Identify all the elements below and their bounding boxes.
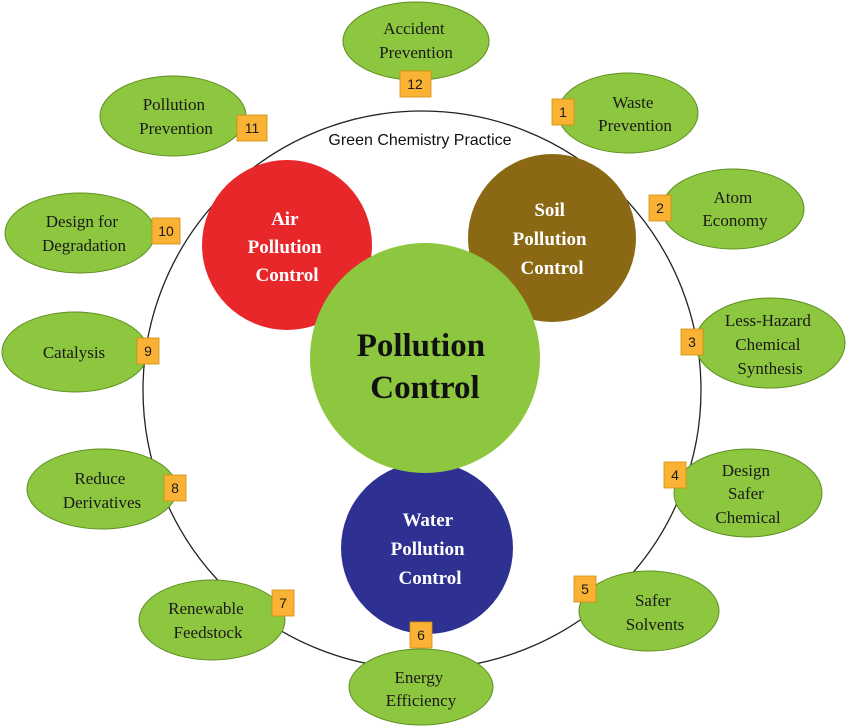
hub-line: Pollution <box>513 229 587 250</box>
principle-atom-economy: Atom Economy 2 <box>648 168 805 250</box>
hub-line: Pollution <box>248 237 322 258</box>
principle-line: Safer <box>635 591 671 610</box>
principle-waste-prevention: Waste Prevention 1 <box>551 72 699 154</box>
center-pollution-control: Pollution Control <box>310 243 540 473</box>
hub-line: Control <box>521 258 584 279</box>
principle-accident-prevention: Accident Prevention 12 <box>342 1 490 98</box>
principle-less-hazard-chemical-synthesis: Less-Hazard Chemical Synthesis 3 <box>680 297 846 389</box>
principle-number: 10 <box>158 223 174 239</box>
principle-number: 5 <box>581 581 589 597</box>
principle-line: Renewable <box>168 599 244 618</box>
principle-number: 8 <box>171 480 179 496</box>
principle-reduce-derivatives: Reduce Derivatives 8 <box>26 448 187 530</box>
principle-line: Feedstock <box>174 623 243 642</box>
svg-text:Design for Degradation: Design for Degradation <box>42 212 127 255</box>
svg-text:Reduce Derivatives: Reduce Derivatives <box>63 469 141 512</box>
principle-line: Design for <box>46 212 119 231</box>
svg-text:Energy Efficiency: Energy Efficiency <box>386 668 457 710</box>
principle-design-safer-chemical: Design Safer Chemical 4 <box>663 448 823 538</box>
principle-line: Prevention <box>139 119 213 138</box>
principle-number: 3 <box>688 334 696 350</box>
principle-line: Degradation <box>42 236 127 255</box>
principle-line: Waste <box>612 93 653 112</box>
principle-line: Chemical <box>715 508 780 527</box>
principle-number: 1 <box>559 104 567 120</box>
principle-line: Reduce <box>74 469 125 488</box>
principle-line: Derivatives <box>63 493 141 512</box>
principle-pollution-prevention: Pollution Prevention 11 <box>99 75 268 157</box>
svg-text:Renewable Feedstock: Renewable Feedstock <box>168 599 248 642</box>
svg-text:Less-Hazard Chemical: Less-Hazard Chemical Synthesis <box>725 311 815 378</box>
svg-text:Pollution Control: Pollution Control <box>357 328 494 406</box>
principle-number: 2 <box>656 200 664 216</box>
principle-line: Energy <box>394 668 443 687</box>
principle-catalysis: Catalysis 9 <box>1 311 160 393</box>
principle-line: Solvents <box>626 615 685 634</box>
hub-water-pollution-control: Water Pollution Control <box>341 462 513 634</box>
principle-number: 4 <box>671 467 679 483</box>
svg-text:Water Pollution: Water Pollution Control <box>391 510 470 589</box>
principle-number: 9 <box>144 343 152 359</box>
hub-line: Soil <box>534 200 565 221</box>
center-line: Control <box>370 370 479 406</box>
hub-line: Air <box>271 209 299 230</box>
svg-text:Safer Solvents: Safer Solvents <box>626 591 685 634</box>
svg-text:Pollution Prevention: Pollution Prevention <box>139 95 213 138</box>
principle-line: Prevention <box>598 116 672 135</box>
svg-text:Waste Prevention: Waste Prevention <box>598 93 672 135</box>
svg-text:Air Pollution: Air Pollution Control <box>248 209 327 286</box>
principle-line: Economy <box>702 211 768 230</box>
hub-line: Water <box>402 510 453 531</box>
principle-line: Less-Hazard <box>725 311 811 330</box>
svg-text:Soil Pollution: Soil Pollution Control <box>513 200 592 279</box>
hub-line: Control <box>256 265 319 286</box>
hub-air-pollution-control: Air Pollution Control <box>202 160 372 330</box>
principle-number: 7 <box>279 595 287 611</box>
principle-line: Chemical <box>735 335 800 354</box>
principle-line: Safer <box>728 484 764 503</box>
principle-line: Synthesis <box>737 359 802 378</box>
principle-number: 6 <box>417 627 425 643</box>
principle-line: Accident <box>383 19 445 38</box>
principle-number: 12 <box>407 76 423 92</box>
svg-text:Atom Economy: Atom Economy <box>702 188 768 230</box>
svg-text:Accident Prevention: Accident Prevention <box>379 19 453 62</box>
principle-line: Efficiency <box>386 691 457 710</box>
svg-text:Catalysis: Catalysis <box>43 343 105 362</box>
principle-energy-efficiency: Energy Efficiency 6 <box>348 621 494 726</box>
hub-soil-pollution-control: Soil Pollution Control <box>468 154 636 322</box>
svg-text:Design Safer C: Design Safer Chemical <box>715 461 780 527</box>
hub-line: Pollution <box>391 539 465 560</box>
ring-label: Green Chemistry Practice <box>328 132 511 149</box>
principle-line: Prevention <box>379 43 453 62</box>
center-line: Pollution <box>357 328 485 364</box>
principle-line: Design <box>722 461 771 480</box>
principle-number: 11 <box>245 120 260 136</box>
principle-line: Pollution <box>143 95 206 114</box>
principle-line: Catalysis <box>43 343 105 362</box>
hub-line: Control <box>399 568 462 589</box>
principle-line: Atom <box>714 188 753 207</box>
principle-safer-solvents: Safer Solvents 5 <box>573 570 720 652</box>
principle-design-for-degradation: Design for Degradation 10 <box>4 192 181 274</box>
principle-renewable-feedstock: Renewable Feedstock 7 <box>138 579 295 661</box>
